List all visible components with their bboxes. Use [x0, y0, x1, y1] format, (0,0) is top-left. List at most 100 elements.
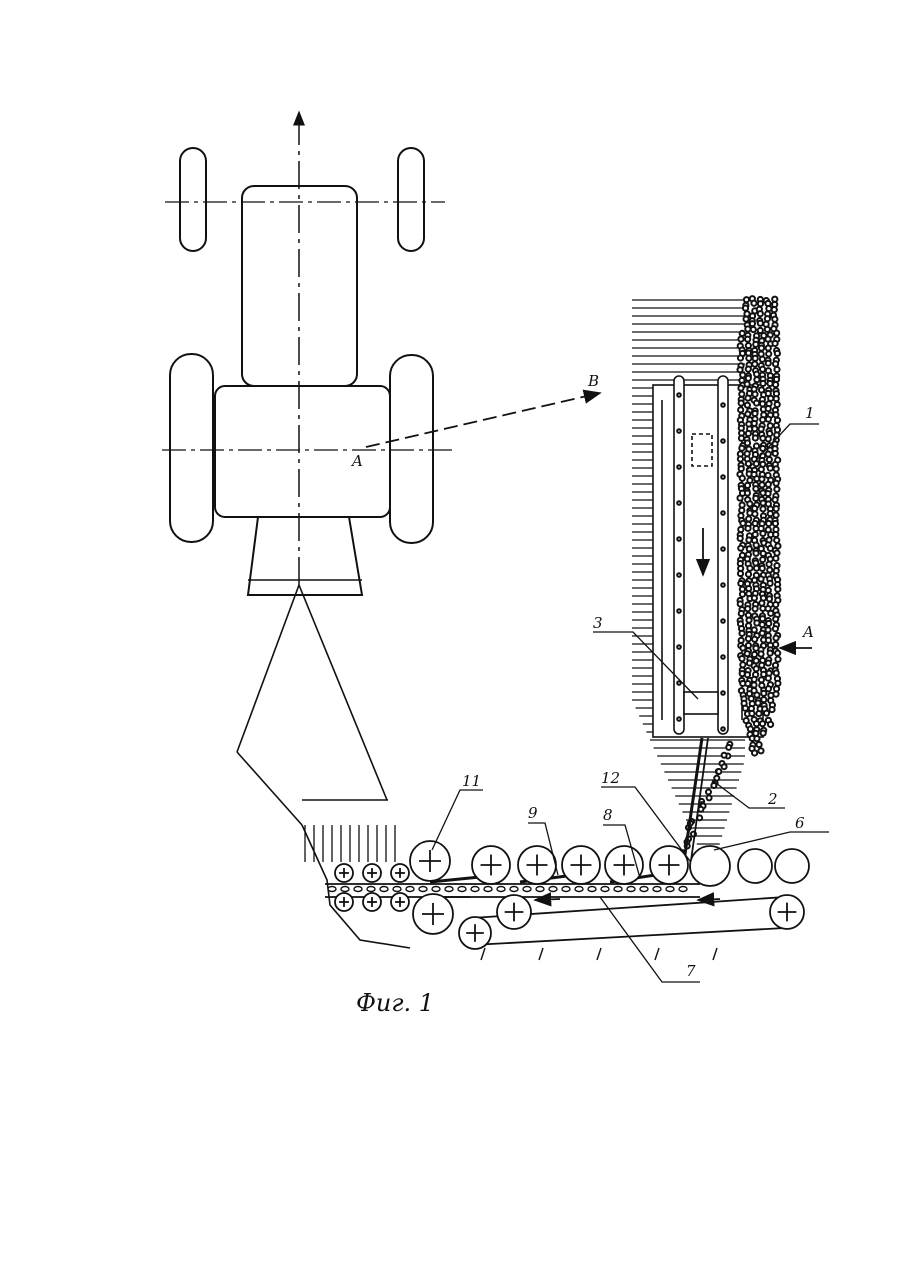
tuber [766, 588, 771, 593]
tuber [761, 697, 766, 702]
callout-11: 11 [462, 772, 481, 790]
tuber [738, 355, 743, 360]
tuber [765, 327, 770, 332]
tuber [752, 652, 757, 657]
tuber [774, 487, 779, 492]
belt-tuber [627, 887, 635, 892]
callout-2: 2 [767, 790, 778, 808]
tuber [775, 418, 780, 423]
tuber [752, 627, 757, 632]
tuber [760, 367, 765, 372]
tuber [743, 306, 748, 311]
tractor-cab [215, 386, 390, 517]
rear-wheel-left [170, 354, 213, 542]
tuber [760, 721, 765, 726]
tuber [766, 436, 771, 441]
tuber [745, 490, 750, 495]
tuber [766, 562, 771, 567]
callout-8: 8 [603, 806, 613, 824]
belt-tuber [471, 887, 479, 892]
tuber [767, 457, 772, 462]
belt-tuber [328, 887, 336, 892]
frame-dot [721, 655, 725, 659]
tuber [739, 466, 744, 471]
harrow-teeth [305, 825, 395, 862]
frame-dot [721, 475, 725, 479]
tuber [706, 790, 711, 795]
tuber [740, 476, 745, 481]
tuber [754, 666, 759, 671]
tuber [759, 426, 764, 431]
tuber [758, 321, 763, 326]
rear-wheel-right [390, 355, 433, 543]
tuber [759, 482, 764, 487]
tuber [775, 587, 780, 592]
tuber [754, 377, 759, 382]
frame-dot [677, 501, 681, 505]
frame-dot [677, 393, 681, 397]
direction-ab [366, 393, 600, 447]
conveyor-roller [738, 849, 772, 883]
belt-tuber [575, 887, 583, 892]
tuber [738, 456, 743, 461]
label-a-view: A [801, 623, 814, 641]
tuber [768, 511, 773, 516]
callout-12: 12 [601, 769, 620, 787]
tuber [774, 550, 779, 555]
tuber [743, 706, 748, 711]
tuber [740, 331, 745, 336]
tuber [747, 566, 752, 571]
belt-cleat [481, 948, 485, 960]
tuber [768, 466, 773, 471]
tuber [765, 627, 770, 632]
belt-tuber [432, 887, 440, 892]
tuber [738, 571, 743, 576]
tuber [773, 642, 778, 647]
tuber [738, 385, 743, 390]
tuber [766, 417, 771, 422]
tuber [773, 451, 778, 456]
tuber [773, 602, 778, 607]
tuber [766, 345, 771, 350]
tuber [747, 546, 752, 551]
tuber [745, 526, 750, 531]
tuber [773, 626, 778, 631]
tuber [745, 337, 750, 342]
tuber [758, 301, 763, 306]
tuber [738, 546, 743, 551]
belt-tuber [393, 887, 401, 892]
callout-3: 3 [593, 614, 603, 632]
tuber [755, 700, 760, 705]
tuber [740, 372, 745, 377]
belt-cleat [713, 948, 717, 960]
tuber [766, 361, 771, 366]
tuber [756, 711, 761, 716]
tuber [752, 595, 757, 600]
belt-tuber [484, 887, 492, 892]
tuber [722, 764, 727, 769]
tuber [773, 635, 778, 640]
tuber [743, 316, 748, 321]
tuber [711, 783, 716, 788]
tuber [760, 616, 765, 621]
belt-tuber [588, 887, 596, 892]
tuber [740, 645, 745, 650]
belt-tuber [354, 887, 362, 892]
tuber [739, 436, 744, 441]
tuber [774, 506, 779, 511]
tuber [746, 618, 751, 623]
tuber [753, 532, 758, 537]
frame-dot [721, 403, 725, 407]
tuber [753, 551, 758, 556]
frame-dot [721, 727, 725, 731]
tuber [760, 506, 765, 511]
tuber [746, 537, 751, 542]
tuber [756, 742, 761, 747]
tuber [739, 631, 744, 636]
tuber [754, 543, 759, 548]
tuber [739, 611, 744, 616]
belt-tuber [367, 887, 375, 892]
tuber [745, 411, 750, 416]
tuber [745, 395, 750, 400]
guide-bar-right [718, 376, 728, 734]
